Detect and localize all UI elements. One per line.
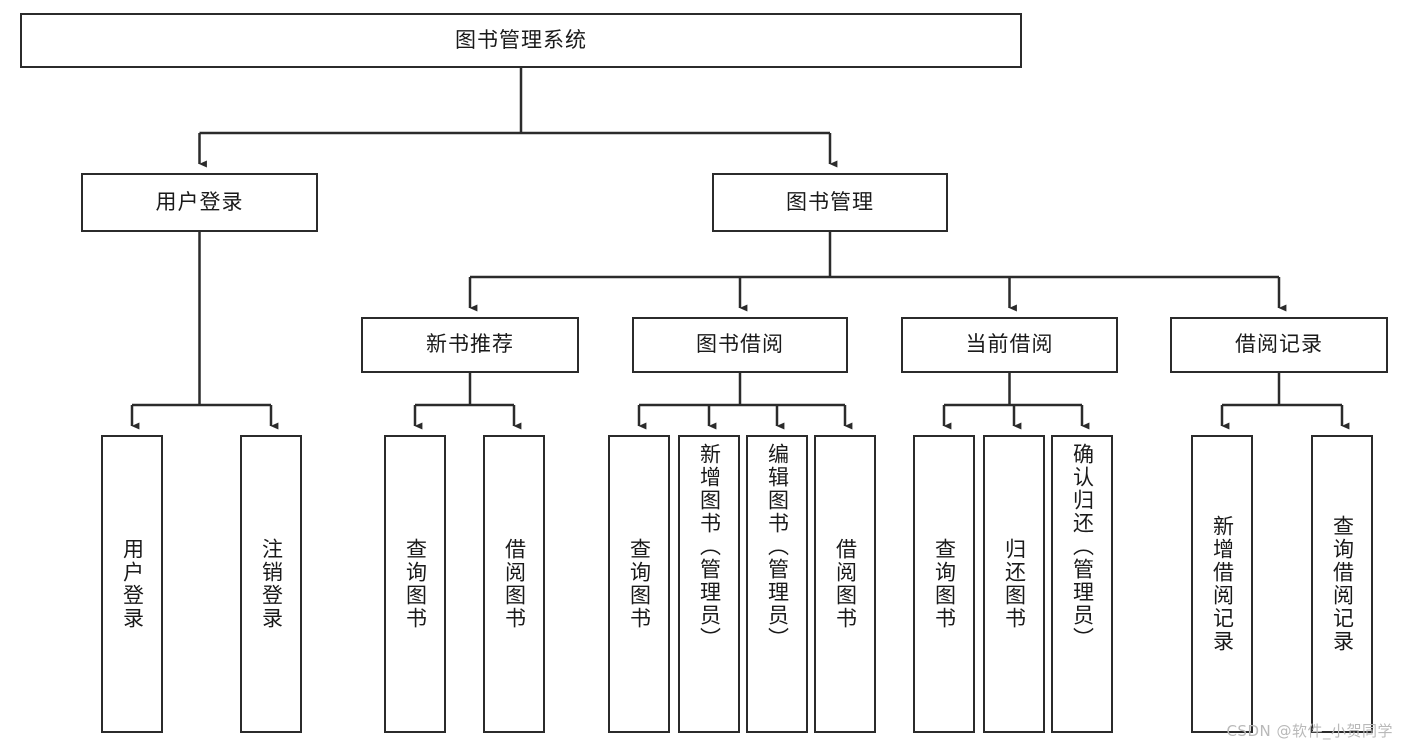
node-current[interactable]: 当前借阅 xyxy=(901,317,1118,373)
node-label: 编辑图书（管理员） xyxy=(765,443,790,650)
node-label: 当前借阅 xyxy=(965,332,1054,357)
node-label: 查询图书 xyxy=(627,538,652,630)
node-login-2[interactable]: 注销登录 xyxy=(240,435,302,733)
node-records-1[interactable]: 新增借阅记录 xyxy=(1191,435,1253,733)
node-label: 查询图书 xyxy=(932,538,957,630)
node-label: 确认归还（管理员） xyxy=(1070,443,1095,650)
node-borrow-3[interactable]: 编辑图书（管理员） xyxy=(746,435,808,733)
node-label: 借阅记录 xyxy=(1235,332,1323,357)
node-label: 借阅图书 xyxy=(502,538,527,630)
node-newrec[interactable]: 新书推荐 xyxy=(361,317,579,373)
node-current-2[interactable]: 归还图书 xyxy=(983,435,1045,733)
node-label: 用户登录 xyxy=(155,189,244,214)
node-label: 查询图书 xyxy=(403,538,428,630)
node-borrow-1[interactable]: 查询图书 xyxy=(608,435,670,733)
node-label: 借阅图书 xyxy=(833,538,858,630)
watermark: CSDN @软件_小贺同学 xyxy=(1226,722,1393,740)
node-records-2[interactable]: 查询借阅记录 xyxy=(1311,435,1373,733)
node-root[interactable]: 图书管理系统 xyxy=(20,13,1022,68)
node-records[interactable]: 借阅记录 xyxy=(1170,317,1388,373)
node-newrec-2[interactable]: 借阅图书 xyxy=(483,435,545,733)
node-label: 图书管理 xyxy=(786,189,874,214)
node-login[interactable]: 用户登录 xyxy=(81,173,318,232)
node-label: 新书推荐 xyxy=(426,332,514,357)
node-label: 图书借阅 xyxy=(696,332,784,357)
node-newrec-1[interactable]: 查询图书 xyxy=(384,435,446,733)
node-label: 新增借阅记录 xyxy=(1210,515,1235,653)
node-label: 归还图书 xyxy=(1002,538,1027,630)
node-login-1[interactable]: 用户登录 xyxy=(101,435,163,733)
node-current-3[interactable]: 确认归还（管理员） xyxy=(1051,435,1113,733)
node-bookmgmt[interactable]: 图书管理 xyxy=(712,173,948,232)
node-label: 注销登录 xyxy=(259,538,284,630)
node-label: 新增图书（管理员） xyxy=(697,443,722,650)
node-borrow-2[interactable]: 新增图书（管理员） xyxy=(678,435,740,733)
node-current-1[interactable]: 查询图书 xyxy=(913,435,975,733)
node-borrow-4[interactable]: 借阅图书 xyxy=(814,435,876,733)
node-borrow[interactable]: 图书借阅 xyxy=(632,317,848,373)
node-label: 图书管理系统 xyxy=(455,27,587,52)
node-label: 用户登录 xyxy=(120,538,145,630)
node-label: 查询借阅记录 xyxy=(1330,515,1355,653)
